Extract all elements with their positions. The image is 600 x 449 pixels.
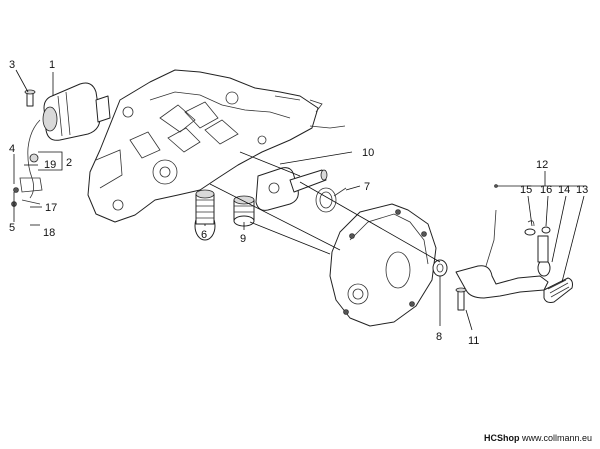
callout-4: 4 — [9, 143, 15, 155]
oil-seal — [432, 259, 448, 277]
callout-2: 2 — [66, 157, 72, 169]
callout-12: 12 — [536, 159, 548, 171]
screw-3 — [24, 89, 36, 107]
callout-3: 3 — [9, 59, 15, 71]
kick-rubber — [543, 277, 573, 303]
callout-17: 17 — [45, 202, 57, 214]
kickstart-shaft — [255, 167, 328, 211]
small-parts — [524, 220, 551, 236]
transmission-cover — [329, 203, 437, 327]
starter-motor — [42, 82, 111, 141]
callout-1: 1 — [49, 59, 55, 71]
bolt-11 — [455, 287, 467, 311]
callout-9: 9 — [240, 233, 246, 245]
watermark: HCShop www.collmann.eu — [484, 433, 592, 443]
callout-11: 11 — [468, 335, 479, 347]
callout-15: 15 — [520, 184, 532, 196]
callout-5: 5 — [9, 222, 15, 234]
callout-13: 13 — [576, 184, 588, 196]
callout-8: 8 — [436, 331, 442, 343]
kickstart-lever — [455, 209, 551, 299]
callout-7: 7 — [364, 181, 370, 193]
callout-16: 16 — [540, 184, 552, 196]
watermark-brand: HCShop — [483, 433, 520, 443]
starter-cable — [11, 119, 43, 207]
leader-lines — [13, 69, 586, 331]
callout-18: 18 — [43, 227, 55, 239]
callout-14: 14 — [558, 184, 570, 196]
callout-19: 19 — [44, 159, 56, 171]
callout-labels: 1 3 4 2 19 17 5 18 6 9 10 7 12 15 16 14 … — [9, 59, 588, 347]
callout-10: 10 — [362, 147, 374, 159]
watermark-url: www.collmann.eu — [521, 433, 592, 443]
crankcase — [87, 69, 346, 223]
assembly-lines — [209, 151, 441, 263]
return-spring — [315, 187, 347, 213]
callout-6: 6 — [201, 229, 207, 241]
idler-gear — [233, 195, 255, 227]
